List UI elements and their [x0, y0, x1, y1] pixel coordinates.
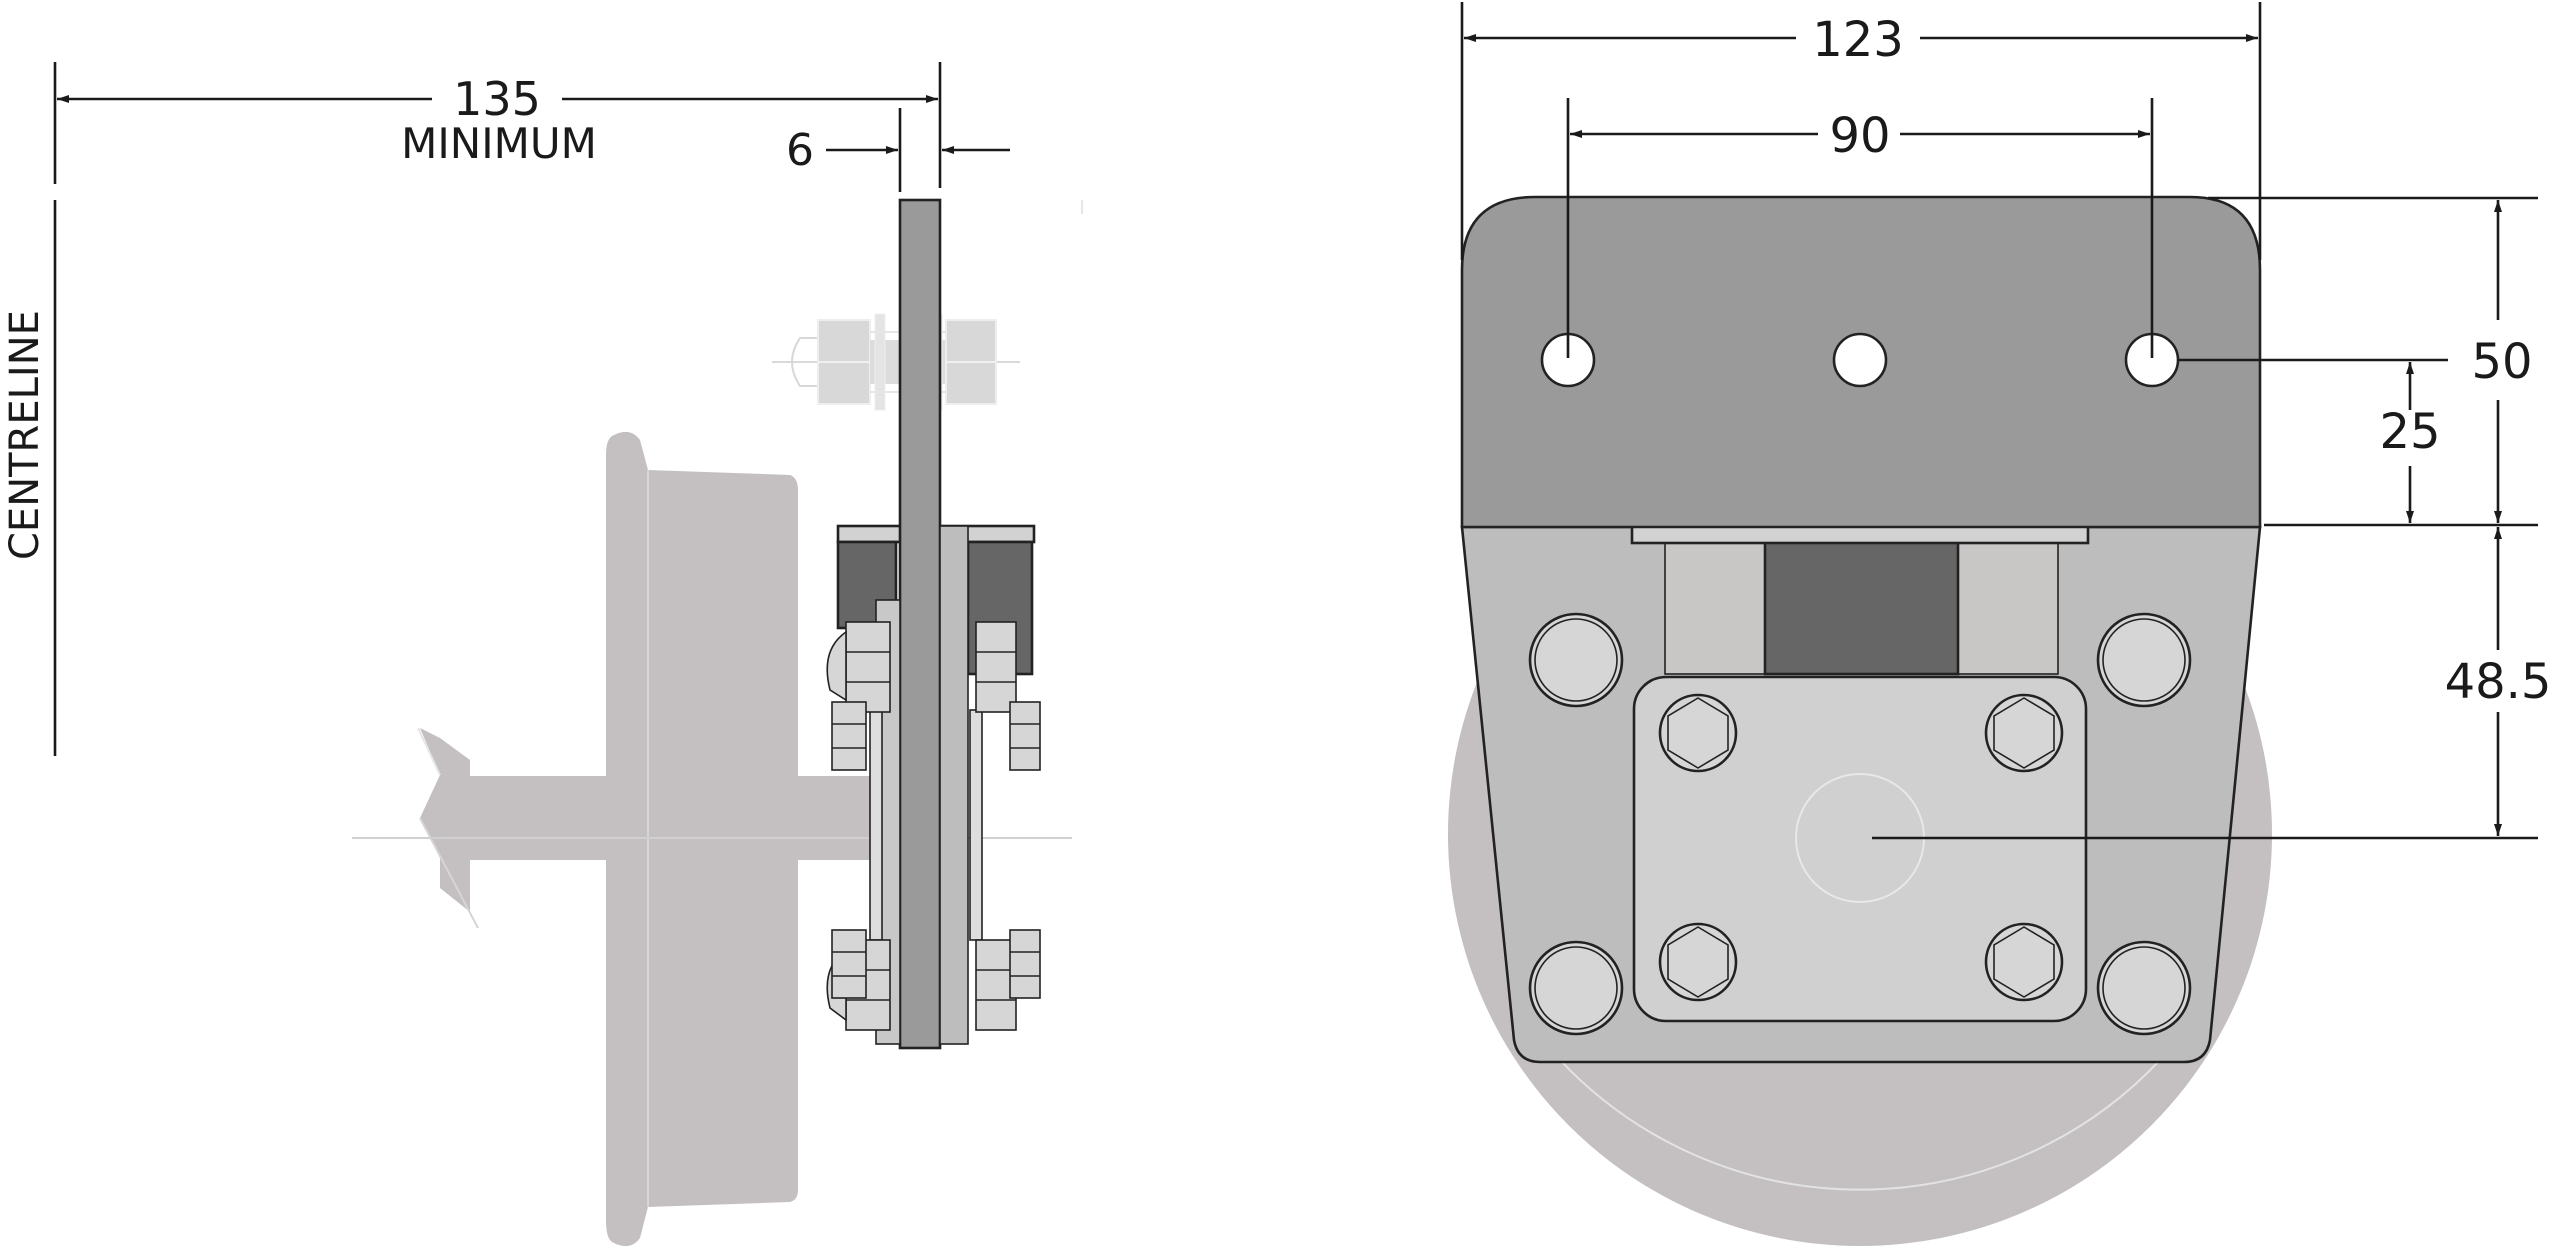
- inner-pillars: [1630, 521, 2090, 676]
- dim-135-value: 135: [453, 72, 541, 126]
- large-bolts: [1528, 612, 2192, 1036]
- dim-25-value: 25: [2379, 404, 2440, 460]
- large-bolt-br: [2096, 940, 2192, 1036]
- dim-123-value: 123: [1812, 12, 1904, 68]
- hex-bolt-tl: [1658, 693, 1738, 773]
- hex-bolt-br: [1984, 922, 2064, 1002]
- axle-cap-plate: [1632, 675, 2088, 1023]
- dim-90-value: 90: [1829, 108, 1890, 164]
- large-bolt-tl: [1528, 612, 1624, 708]
- mounting-holes: [1540, 332, 2180, 388]
- dim-48-5-value: 48.5: [2445, 654, 2552, 710]
- right-nut-stack: [975, 621, 1041, 1031]
- hex-bolts: [1658, 693, 2064, 1002]
- side-view: CENTRELINE 135 MINIMUM 6: [2, 62, 1083, 1247]
- dim-6-value: 6: [786, 125, 814, 176]
- front-view: 123 90 50 25 48.5: [1448, 2, 2551, 1246]
- large-bolt-tr: [2096, 612, 2192, 708]
- mounting-plate-side: [898, 198, 942, 1050]
- dim-50-value: 50: [2471, 334, 2532, 390]
- hex-bolt-bl: [1658, 922, 1738, 1002]
- dim-135-note: MINIMUM: [401, 119, 597, 168]
- large-bolt-bl: [1528, 940, 1624, 1036]
- hex-bolt-tr: [1984, 693, 2064, 773]
- left-nut-stack: [826, 621, 891, 1031]
- centreline-label: CENTRELINE: [2, 310, 48, 560]
- top-bolt-ghost: [772, 313, 1020, 411]
- mounting-hole-center: [1832, 332, 1888, 388]
